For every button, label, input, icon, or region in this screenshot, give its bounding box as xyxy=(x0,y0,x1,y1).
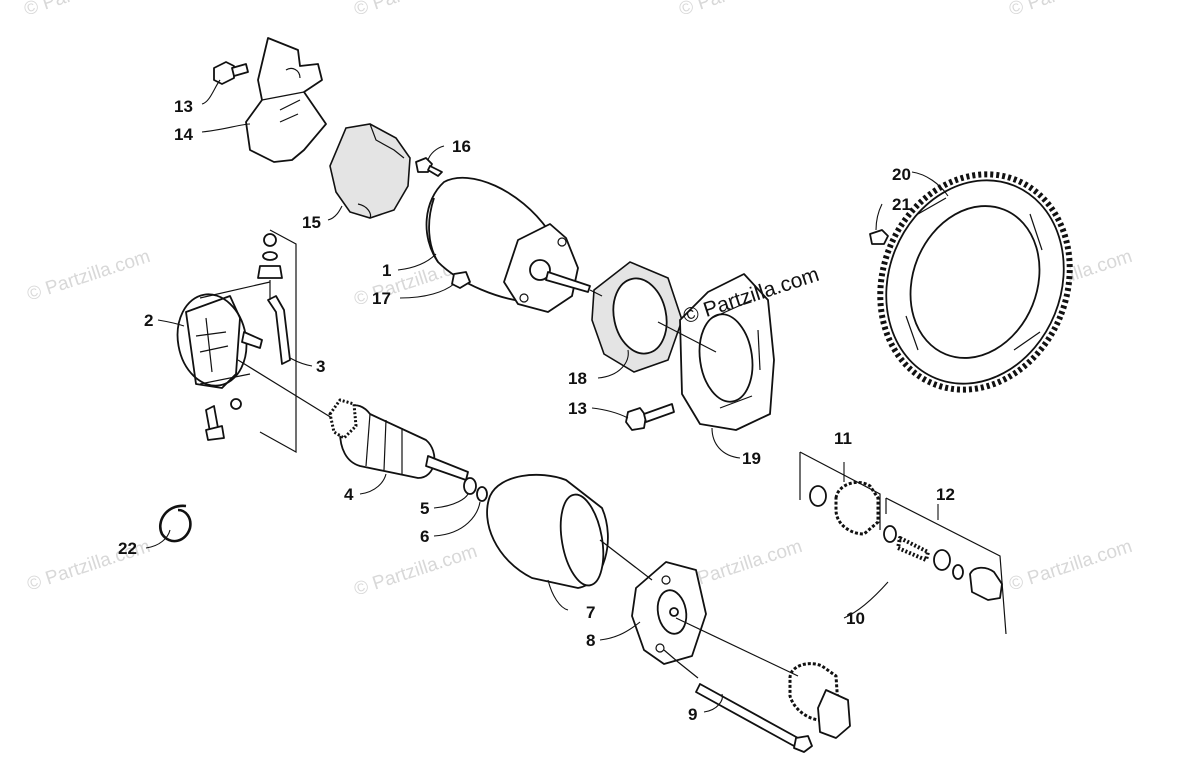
callout-10: 10 xyxy=(846,609,865,628)
part-nut-17 xyxy=(451,271,471,289)
leader-lines xyxy=(145,79,949,713)
part-washer-5 xyxy=(463,477,477,495)
callout-13-lower: 13 xyxy=(568,399,587,418)
callout-19: 19 xyxy=(742,449,761,468)
callout-14: 14 xyxy=(174,125,193,144)
assembly-centerlines xyxy=(237,289,799,679)
callout-8: 8 xyxy=(586,631,595,650)
callout-13-upper: 13 xyxy=(174,97,193,116)
part-motor-body xyxy=(425,177,591,313)
part-gasket xyxy=(591,261,683,373)
callout-1: 1 xyxy=(382,261,391,280)
callout-7: 7 xyxy=(586,603,595,622)
callout-11: 11 xyxy=(834,429,852,448)
part-end-cover xyxy=(631,561,707,665)
part-washer-6 xyxy=(476,486,488,502)
callout-4: 4 xyxy=(344,485,354,504)
callout-labels: 13 14 15 16 1 17 2 3 4 5 6 7 8 9 18 13 1… xyxy=(118,97,955,724)
part-magnet-holder xyxy=(329,123,411,219)
callout-6: 6 xyxy=(420,527,429,546)
callout-22: 22 xyxy=(118,539,137,558)
callout-12: 12 xyxy=(936,485,955,504)
callout-5: 5 xyxy=(420,499,429,518)
part-mounting-flange xyxy=(679,273,775,431)
part-screw-21 xyxy=(869,229,889,245)
callout-2: 2 xyxy=(144,311,153,330)
callout-18: 18 xyxy=(568,369,587,388)
part-yoke-tube xyxy=(486,473,609,589)
part-ring-gear xyxy=(877,171,1073,393)
part-screw-16 xyxy=(415,157,443,177)
callout-16: 16 xyxy=(452,137,471,156)
part-drive-assembly-12 xyxy=(883,497,1007,635)
part-bolt-lower xyxy=(625,403,675,431)
callout-17: 17 xyxy=(372,289,391,308)
callout-15: 15 xyxy=(302,213,321,232)
part-snap-ring xyxy=(159,504,192,543)
callout-20: 20 xyxy=(892,165,911,184)
part-bracket xyxy=(245,37,327,163)
callout-3: 3 xyxy=(316,357,325,376)
part-armature xyxy=(328,398,469,481)
part-brush-holder xyxy=(176,229,297,454)
part-pinion-gear xyxy=(788,662,851,739)
callout-9: 9 xyxy=(688,705,697,724)
part-drive-assembly-11 xyxy=(799,451,881,536)
part-bolt-upper xyxy=(213,61,249,85)
callout-21: 21 xyxy=(892,195,911,214)
